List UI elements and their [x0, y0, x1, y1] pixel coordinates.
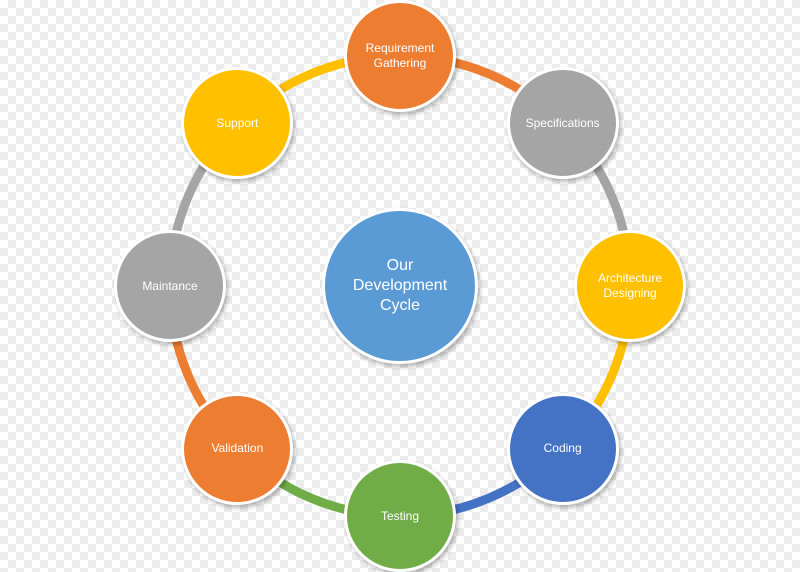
stage-specifications: Specifications	[506, 67, 619, 180]
center-label: Our Development Cycle	[352, 257, 448, 314]
stage-label: Maintance	[142, 278, 198, 293]
stage-label: Coding	[543, 441, 582, 456]
stage-label: Specifications	[525, 115, 600, 130]
stage-maintance: Maintance	[114, 230, 226, 342]
stage-label: Testing	[380, 508, 420, 523]
stage-requirement-gathering: Requirement Gathering	[344, 0, 456, 112]
stage-label: Validation	[211, 441, 264, 456]
stage-validation: Validation	[181, 392, 294, 505]
stage-coding: Coding	[506, 392, 619, 505]
stage-architecture-designing: Architecture Designing	[574, 230, 686, 342]
stage-label: Architecture Designing	[597, 271, 663, 300]
center-circle: Our Development Cycle	[322, 208, 478, 364]
stage-testing: Testing	[344, 460, 456, 572]
stage-support: Support	[181, 67, 294, 180]
stage-label: Support	[216, 115, 259, 130]
stage-label: Requirement Gathering	[365, 41, 435, 70]
